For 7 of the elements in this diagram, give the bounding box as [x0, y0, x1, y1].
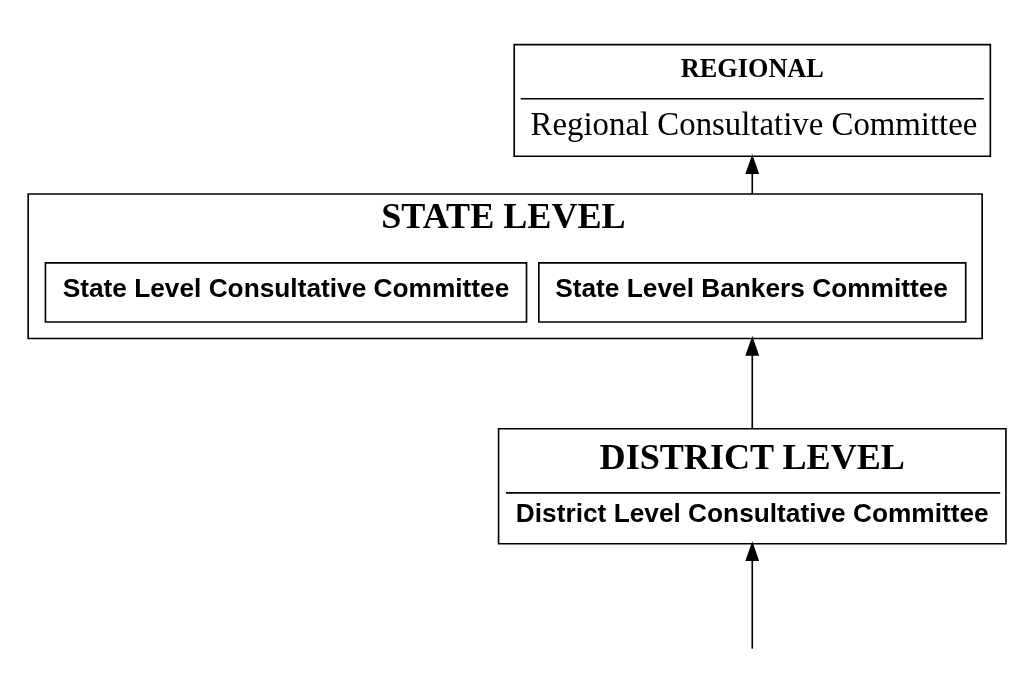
node-box: State Level Consultative Committee: [44, 261, 528, 323]
node-box: DISTRICT LEVEL District Level Consultative Committee: [497, 427, 1007, 545]
node-box: State Level Bankers Committee: [538, 261, 967, 323]
arrow: [745, 540, 760, 649]
arrow: [745, 153, 760, 195]
node-box: REGIONAL Regional Consultative Committee: [513, 43, 992, 157]
arrow: [745, 335, 760, 429]
